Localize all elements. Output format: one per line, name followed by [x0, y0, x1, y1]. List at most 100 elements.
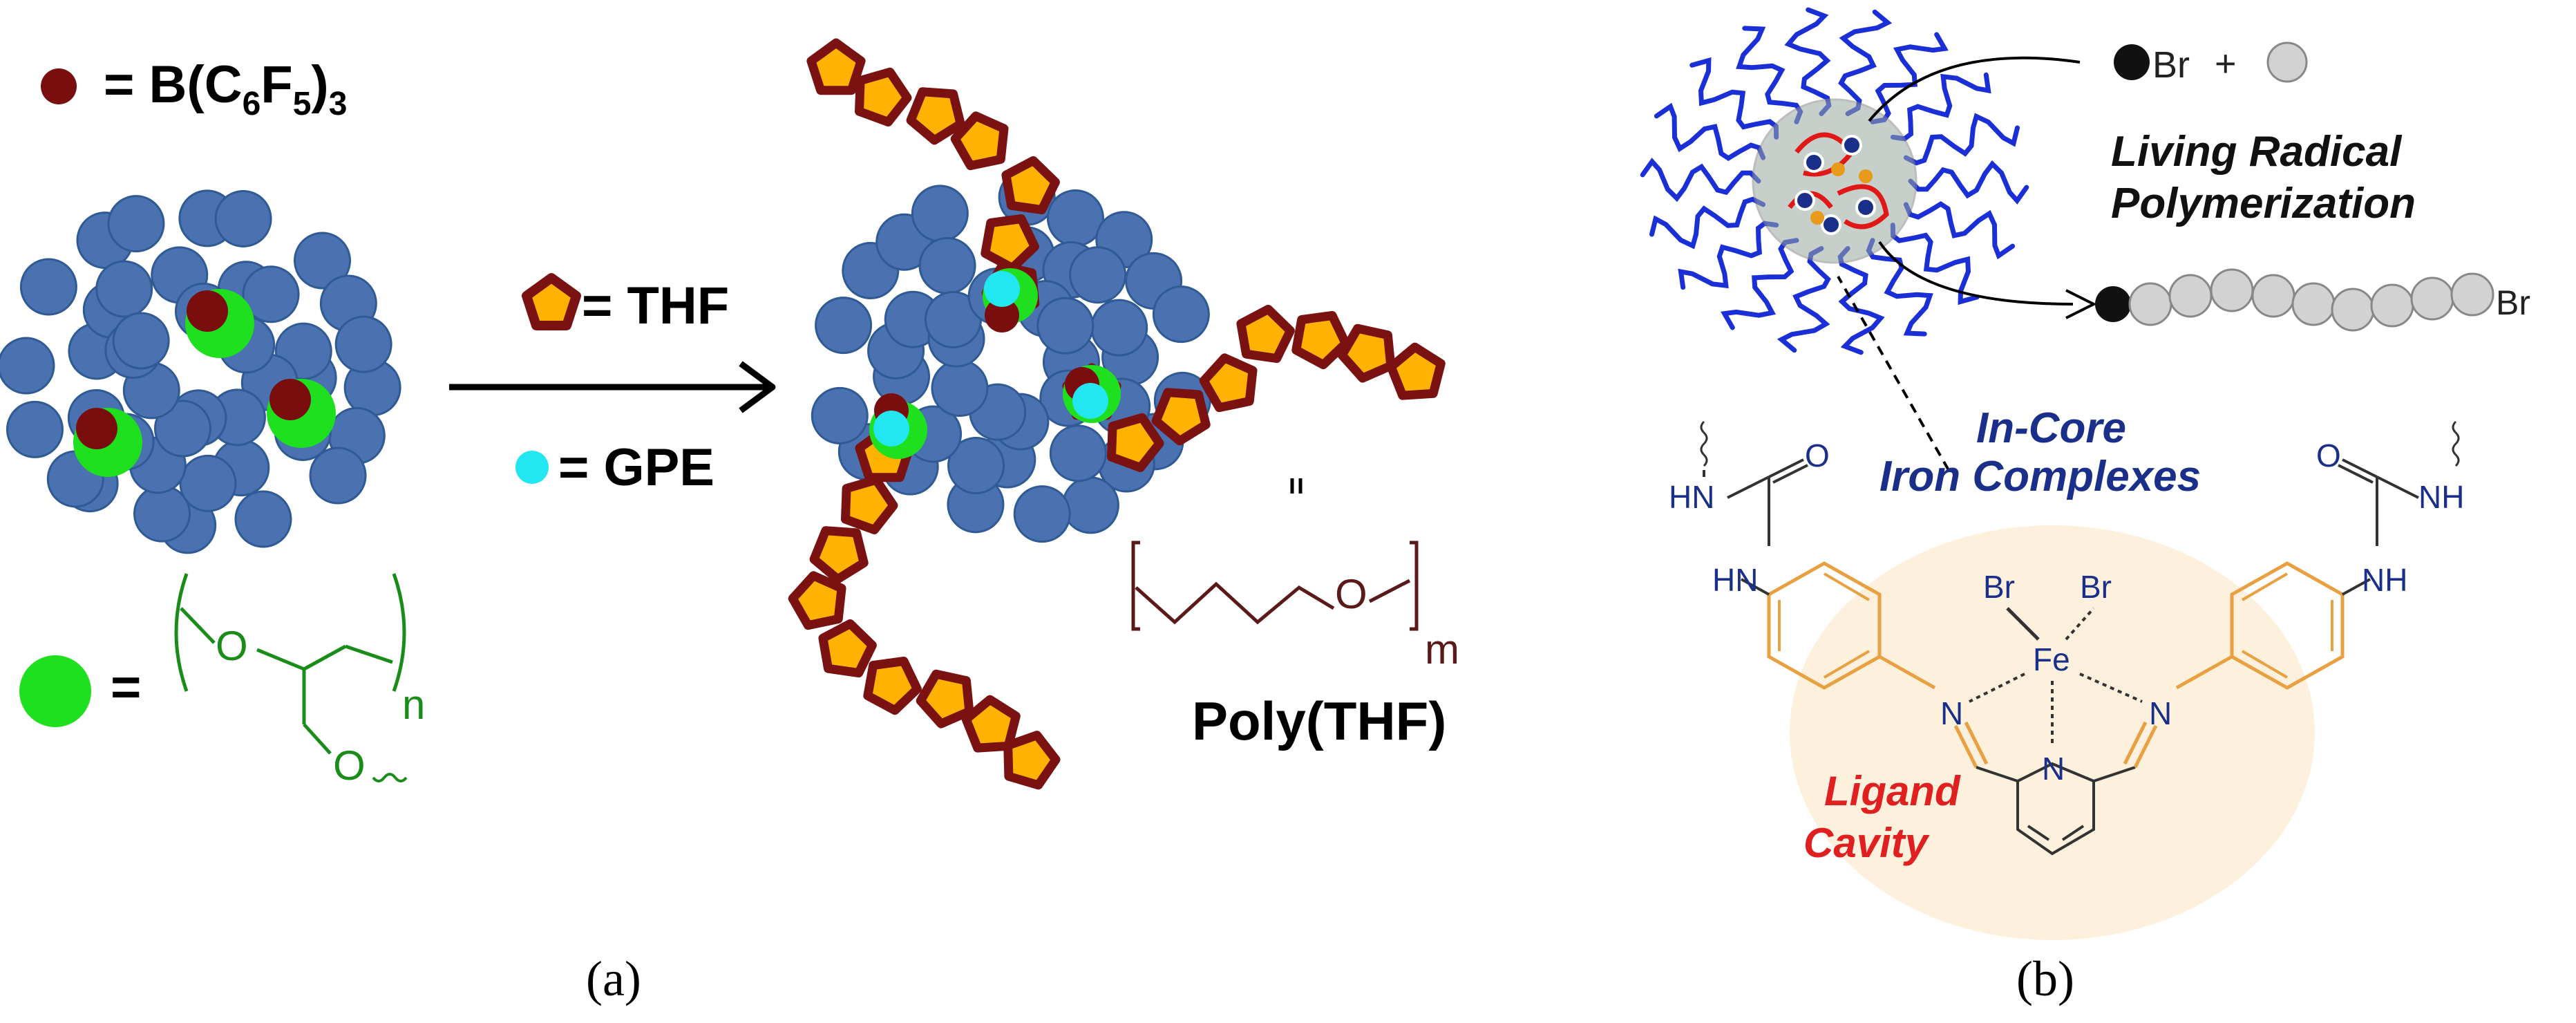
monomer-bead [2210, 268, 2254, 312]
curve-to-chain [1878, 241, 2074, 306]
polymer-arm [1678, 220, 1779, 290]
monomer-bead [2251, 274, 2295, 318]
bcf-site [76, 408, 117, 449]
nh-right-bottom: NH [2362, 562, 2407, 598]
panel-a: = B(C6F5)3 = O n O [0, 38, 1459, 1006]
incore-line1: In-Core [1976, 404, 2126, 452]
thf-unit [1107, 413, 1164, 472]
polymer-arm [1837, 246, 1885, 355]
polymer-o-bottom: O [333, 742, 366, 789]
polymer-arm [1838, 9, 1893, 116]
polymer-arm [1866, 238, 1933, 337]
core-bead [1061, 476, 1119, 534]
polymer-o-top: O [216, 623, 248, 669]
polymer-arm [1777, 246, 1831, 353]
plus-sign: + [2215, 43, 2237, 84]
bcf-legend-label: = B(C6F5)3 [104, 55, 347, 122]
thf-unit [1003, 731, 1061, 790]
bracket-right [392, 573, 406, 692]
polymer-arm [1640, 158, 1761, 203]
thf-unit [806, 38, 866, 95]
monomer-bead [2450, 272, 2494, 317]
bond [345, 644, 393, 664]
iron-dot [1821, 214, 1841, 235]
polymer-arm [1903, 200, 2016, 260]
polythf-m: m [1425, 626, 1459, 673]
panel-a-caption: (a) [586, 951, 641, 1006]
core-bead [1152, 285, 1210, 344]
star-polymer-arms [1640, 7, 2029, 355]
thf-legend-pentagon [522, 273, 581, 330]
core-bead [179, 454, 237, 512]
gpe-site [873, 411, 909, 447]
initiator-bead [2114, 44, 2150, 80]
bond [180, 607, 216, 644]
incore-line2: Iron Complexes [1879, 453, 2201, 500]
monomer-dot [1831, 162, 1845, 176]
polymer-chain-beads [2128, 268, 2494, 332]
thf-unit [855, 67, 912, 126]
gpe-site [984, 271, 1020, 307]
gpe-legend-label: = GPE [558, 438, 714, 497]
n-imine-right: N [2149, 695, 2172, 731]
thf-unit [1199, 353, 1258, 413]
polymer-n: n [402, 682, 425, 728]
polyglycidyl-ether-structure [174, 573, 408, 782]
chain-initiator [2095, 286, 2131, 322]
thf-unit [1236, 304, 1295, 364]
polymer-arm [1890, 72, 1991, 142]
core-bead [0, 337, 55, 395]
bcf-legend-dot [41, 68, 77, 104]
n-imine-left: N [1940, 695, 1963, 731]
monomer-dot [1859, 169, 1873, 183]
core-bead [811, 386, 869, 444]
thf-unit [981, 214, 1039, 273]
thf-unit [818, 619, 877, 678]
hn-left-bottom: HN [1712, 562, 1758, 598]
thf-unit [906, 87, 965, 145]
core-bead [918, 236, 976, 294]
pyridine-ring [2016, 762, 2095, 856]
br-ligand-2: Br [2080, 569, 2112, 605]
core-bead [107, 195, 165, 253]
bcf-site [187, 290, 228, 332]
bond [1368, 579, 1411, 603]
bcf-site [985, 298, 1019, 332]
bond [303, 644, 347, 671]
gpe-legend-dot [515, 451, 549, 484]
right-phenyl [2230, 561, 2345, 690]
living-line2: Polymerization [2111, 180, 2416, 227]
polymer-arm [1736, 26, 1803, 124]
monomer-bead [2410, 276, 2454, 321]
chain-bonds [1135, 581, 1335, 625]
polythf-name: Poly(THF) [1192, 691, 1446, 751]
thf-legend-label: = THF [582, 276, 729, 335]
core-bead [931, 359, 989, 417]
iron-dot [1841, 135, 1862, 156]
product-equals [1290, 478, 1303, 494]
core-bead [294, 232, 352, 290]
gpe-site [1072, 383, 1108, 419]
thf-unit [1151, 388, 1211, 446]
wavy-bond [1700, 420, 1708, 467]
thf-unit [916, 669, 974, 729]
core-bead [1013, 485, 1071, 543]
polymer-arm [1721, 238, 1799, 330]
br-left: Br [2152, 44, 2190, 86]
core-bead [1046, 189, 1104, 247]
core-bead [1069, 246, 1127, 304]
core-bead [234, 490, 292, 548]
polymer-legend-dot [19, 655, 91, 727]
curve-to-initiator [1868, 56, 2081, 122]
fe-atom: Fe [2033, 641, 2070, 677]
reaction-curves [1837, 56, 2097, 471]
o-left: O [1805, 438, 1830, 473]
iron-dot [1794, 190, 1815, 211]
polymer-arm [1649, 196, 1766, 250]
core-bead [153, 400, 211, 458]
thf-unit [1386, 342, 1446, 400]
core-loop [1837, 184, 1889, 229]
wavy-bond [2452, 420, 2460, 467]
ligand-line1: Ligand [1824, 768, 1961, 814]
